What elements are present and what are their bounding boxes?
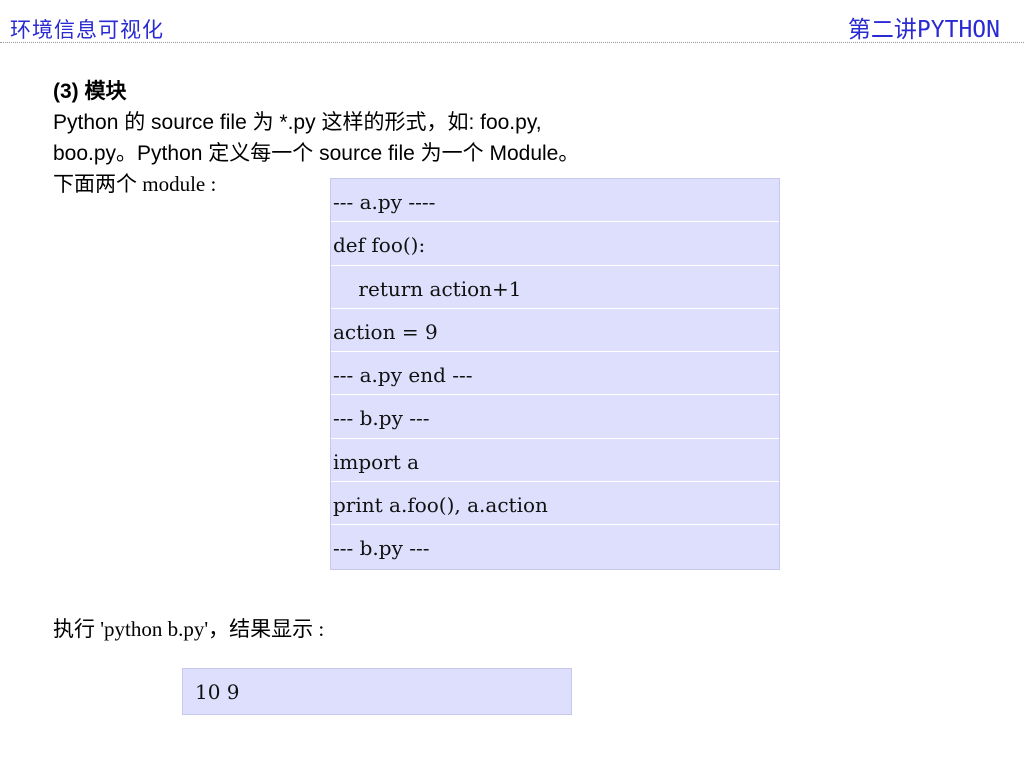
execution-instruction: 执行 'python b.py'，结果显示 : bbox=[53, 617, 325, 641]
code-line: return action+1 bbox=[331, 266, 779, 309]
code-line: --- a.py ---- bbox=[331, 179, 779, 223]
code-line: def foo(): bbox=[331, 222, 779, 266]
code-line: import a bbox=[331, 439, 779, 483]
code-line: --- b.py --- bbox=[333, 536, 430, 561]
header-course-title: 环境信息可视化 bbox=[10, 18, 164, 42]
code-line: --- b.py --- bbox=[331, 395, 779, 439]
body-line-1: Python 的 source file 为 *.py 这样的形式，如: foo… bbox=[53, 111, 542, 134]
code-line: action = 9 bbox=[331, 309, 779, 353]
section-heading: (3) 模块 bbox=[53, 80, 127, 103]
output-result: 10 9 bbox=[182, 668, 572, 715]
code-block: --- a.py ---- def foo(): return action+1… bbox=[330, 178, 780, 570]
code-line: print a.foo(), a.action bbox=[331, 482, 779, 526]
body-line-2: boo.py。Python 定义每一个 source file 为一个 Modu… bbox=[53, 142, 580, 165]
slide-body: (3) 模块 Python 的 source file 为 *.py 这样的形式… bbox=[53, 76, 579, 200]
header-lecture-title: 第二讲PYTHON bbox=[847, 17, 1000, 43]
code-line: --- a.py end --- bbox=[331, 352, 779, 396]
header-divider bbox=[0, 42, 1024, 43]
body-line-3: 下面两个 module : bbox=[53, 172, 217, 196]
